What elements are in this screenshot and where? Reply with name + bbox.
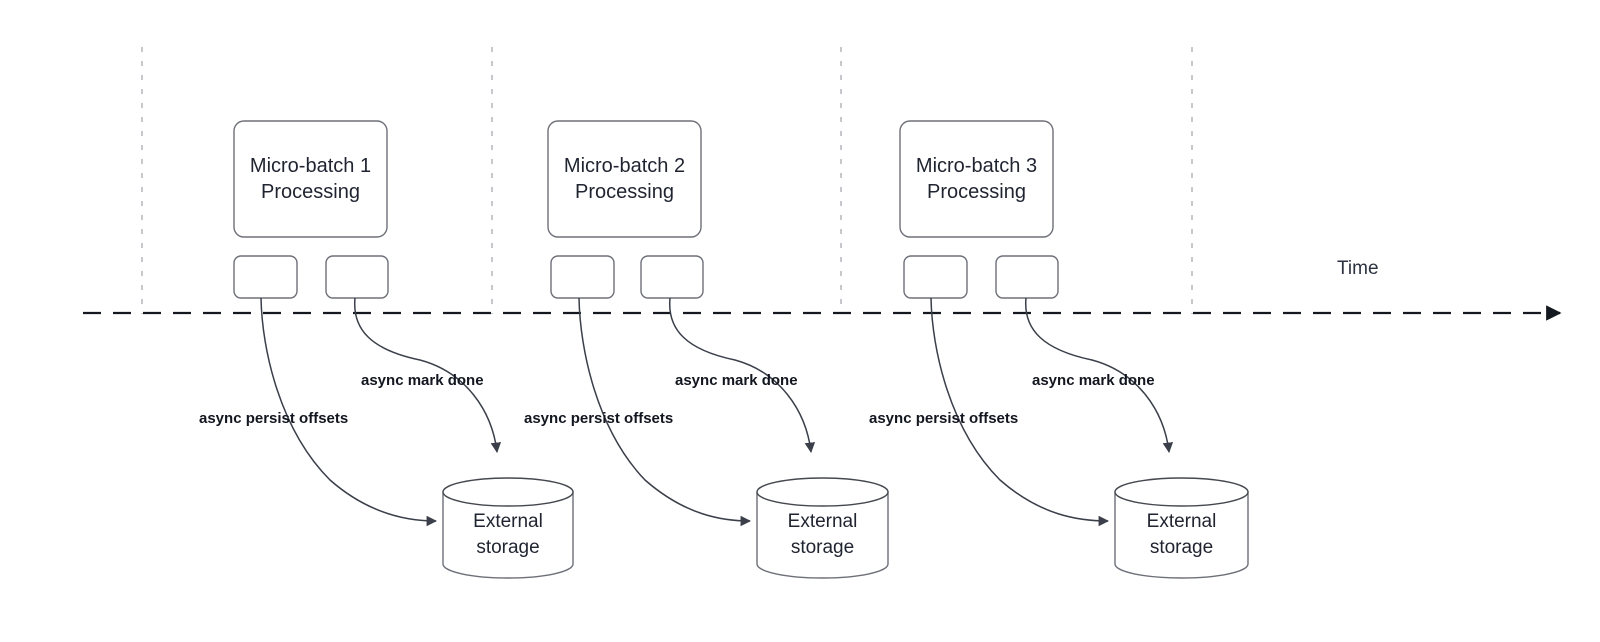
external-storage-1-top — [442, 477, 574, 507]
done-marker-2[interactable] — [640, 255, 704, 299]
mark-done-arrow-2 — [669, 297, 816, 454]
mark-done-label-2: async mark done — [675, 372, 798, 389]
done-marker-1[interactable] — [325, 255, 389, 299]
external-storage-3-top — [1114, 477, 1249, 507]
external-storage-2-label-line2: storage — [791, 537, 854, 558]
external-storage-2-label-line1: External — [788, 511, 858, 532]
external-storage-2-body — [756, 491, 889, 579]
microbatch-box-3-label-line1: Micro-batch 3 — [916, 155, 1037, 177]
external-storage-2[interactable]: External storage — [756, 477, 889, 579]
persist-offsets-arrow-3 — [930, 297, 1110, 527]
persist-marker-2[interactable] — [550, 255, 615, 299]
group-1: Micro-batch 1 Processing async persist o… — [199, 120, 574, 579]
group-3: Micro-batch 3 Processing async persist o… — [869, 120, 1249, 579]
microbatch-box-1-label-line1: Micro-batch 1 — [250, 155, 371, 177]
microbatch-box-3-label-line2: Processing — [927, 181, 1026, 203]
external-storage-1[interactable]: External storage — [442, 477, 574, 579]
external-storage-3-body — [1114, 491, 1249, 579]
external-storage-2-top — [756, 477, 889, 507]
mark-done-arrow-3 — [1025, 297, 1174, 454]
persist-offsets-label-1: async persist offsets — [199, 410, 348, 427]
external-storage-1-label-line1: External — [473, 511, 543, 532]
mark-done-arrow-1 — [354, 297, 502, 454]
persist-offsets-label-3: async persist offsets — [869, 410, 1018, 427]
done-marker-3[interactable] — [995, 255, 1059, 299]
persist-offsets-arrow-2 — [578, 297, 752, 527]
tick-lines — [141, 47, 1193, 314]
timeline-axis-label: Time — [1337, 258, 1379, 279]
mark-done-label-3: async mark done — [1032, 372, 1155, 389]
group-2: Micro-batch 2 Processing async persist o… — [524, 120, 889, 579]
external-storage-3-label-line2: storage — [1150, 537, 1213, 558]
persist-offsets-arrow-1 — [260, 297, 438, 527]
external-storage-1-label-line2: storage — [476, 537, 539, 558]
microbatch-box-1[interactable] — [233, 120, 388, 238]
microbatch-box-3[interactable] — [899, 120, 1054, 238]
external-storage-3[interactable]: External storage — [1114, 477, 1249, 579]
microbatch-box-2[interactable] — [547, 120, 702, 238]
microbatch-box-1-label-line2: Processing — [261, 181, 360, 203]
persist-marker-1[interactable] — [233, 255, 298, 299]
mark-done-label-1: async mark done — [361, 372, 484, 389]
microbatch-box-2-label-line1: Micro-batch 2 — [564, 155, 685, 177]
persist-offsets-label-2: async persist offsets — [524, 410, 673, 427]
external-storage-1-body — [442, 491, 574, 579]
external-storage-3-label-line1: External — [1147, 511, 1217, 532]
microbatch-box-2-label-line2: Processing — [575, 181, 674, 203]
persist-marker-3[interactable] — [903, 255, 968, 299]
